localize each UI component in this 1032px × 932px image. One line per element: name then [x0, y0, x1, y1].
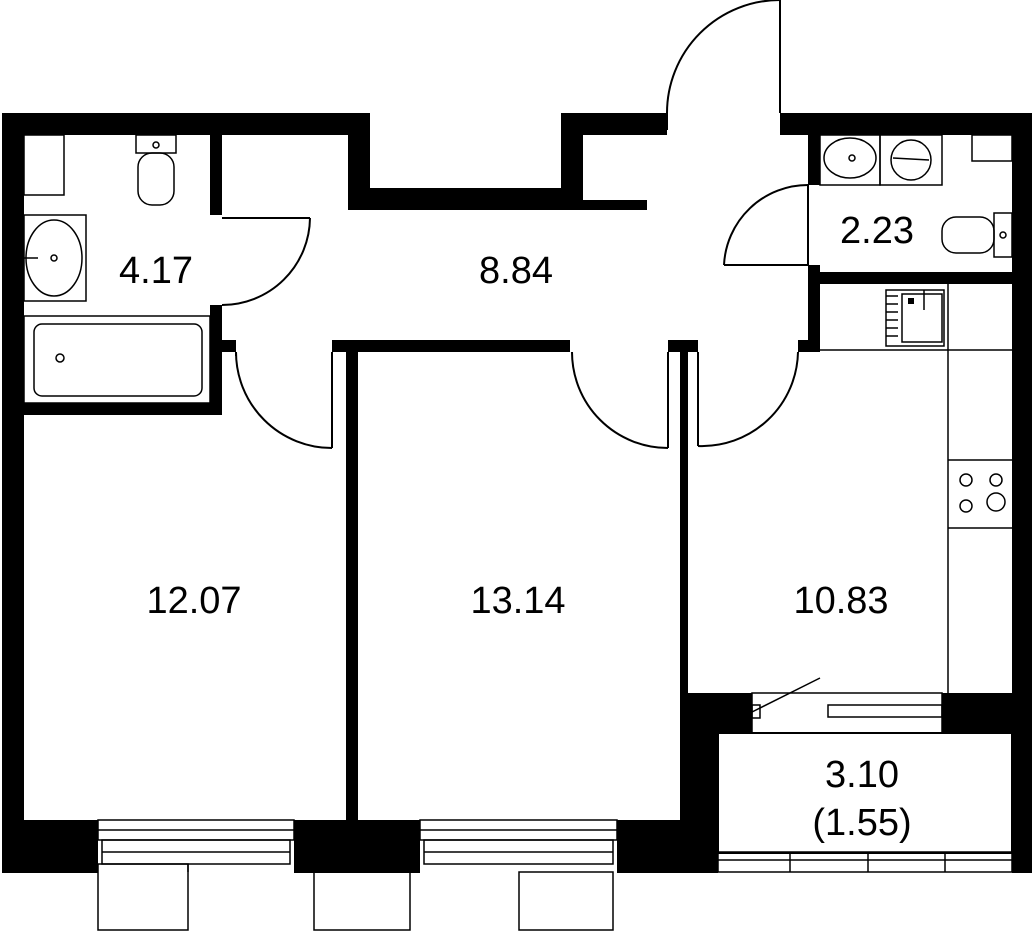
- room-area-bedroom-2: 13.14: [470, 580, 565, 622]
- sink-icon: [819, 134, 881, 186]
- doors: [221, 0, 821, 719]
- washing-machine-icon: [879, 134, 943, 186]
- toilet-icon: [135, 134, 177, 206]
- room-area-bedroom-1: 12.07: [146, 580, 241, 622]
- stove-icon: [959, 473, 1006, 513]
- windows: [97, 692, 1013, 931]
- room-area-toilet: 2.23: [840, 210, 914, 252]
- area-labels: 4.17 8.84 2.23 12.07 13.14 10.83 3.10 (1…: [119, 210, 914, 844]
- room-area-hallway: 8.84: [479, 250, 553, 292]
- kitchen-sink-icon: [885, 289, 945, 347]
- room-area-balcony-reduced: (1.55): [812, 802, 911, 844]
- fixtures: [23, 134, 1013, 693]
- radiator-icon: [23, 134, 65, 196]
- sink-icon: [23, 214, 87, 302]
- room-area-balcony: 3.10: [825, 754, 899, 796]
- room-area-kitchen: 10.83: [793, 580, 888, 622]
- room-area-bathroom: 4.17: [119, 250, 193, 292]
- toilet-icon: [941, 212, 1013, 258]
- walls: [2, 113, 1032, 873]
- bathtub-icon: [23, 315, 211, 404]
